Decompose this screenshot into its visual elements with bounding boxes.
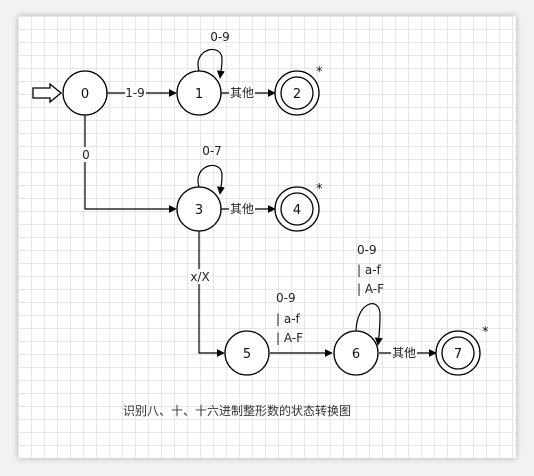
- start-arrow: [32, 82, 63, 104]
- state-0: 0: [62, 70, 108, 116]
- state-4-label: 4: [293, 203, 301, 218]
- loop-1: [197, 49, 225, 79]
- edge-label-0-3: 0: [82, 148, 90, 162]
- state-1: 1: [176, 70, 222, 116]
- edge-label-bg: [229, 85, 255, 100]
- loop-6: [355, 303, 383, 346]
- star-mark-2: *: [316, 65, 323, 80]
- state-1-label: 1: [195, 87, 203, 102]
- loop-label-6-line1: 0-9: [357, 243, 377, 257]
- diagram-caption: 识别八、十、十六进制整形数的状态转换图: [123, 403, 351, 418]
- loop-label-1: 0-9: [210, 30, 230, 44]
- state-3: 3: [176, 186, 222, 232]
- edge-label-3-5: x/X: [190, 270, 209, 284]
- edge-label-6-7: 其他: [392, 346, 416, 360]
- edge-3-5: [198, 231, 225, 357]
- state-6-label: 6: [352, 347, 360, 362]
- state-6: 6: [333, 330, 379, 376]
- edge-label-5-6-line2: | a-f: [276, 312, 301, 326]
- edge-label-bg: [189, 269, 211, 284]
- edge-label-bg: [125, 85, 146, 100]
- state-4-accepting: 4: [274, 186, 320, 232]
- loop-3: [197, 165, 225, 195]
- edge-label-bg: [81, 147, 91, 162]
- star-mark-7: *: [482, 325, 489, 340]
- loop-label-6-line2: | a-f: [357, 263, 382, 277]
- edge-label-5-6-line1: 0-9: [276, 291, 296, 305]
- state-5-label: 5: [243, 347, 251, 362]
- state-7-label: 7: [454, 347, 462, 362]
- edge-label-bg: [391, 345, 417, 360]
- edge-label-3-4: 其他: [230, 202, 254, 216]
- loop-label-6-line3: | A-F: [357, 282, 384, 296]
- state-7-accepting: 7: [435, 330, 481, 376]
- state-2-label: 2: [293, 87, 301, 102]
- state-5: 5: [224, 330, 270, 376]
- edge-label-0-1: 1-9: [125, 86, 145, 100]
- loop-label-3: 0-7: [202, 144, 222, 158]
- edge-label-bg: [229, 201, 255, 216]
- state-2-accepting: 2: [274, 70, 320, 116]
- star-mark-4: *: [316, 182, 323, 197]
- edge-0-3: [84, 115, 177, 213]
- edge-label-1-2: 其他: [230, 86, 254, 100]
- state-0-label: 0: [81, 87, 89, 102]
- state-3-label: 3: [195, 203, 203, 218]
- edge-label-5-6-line3: | A-F: [276, 331, 303, 345]
